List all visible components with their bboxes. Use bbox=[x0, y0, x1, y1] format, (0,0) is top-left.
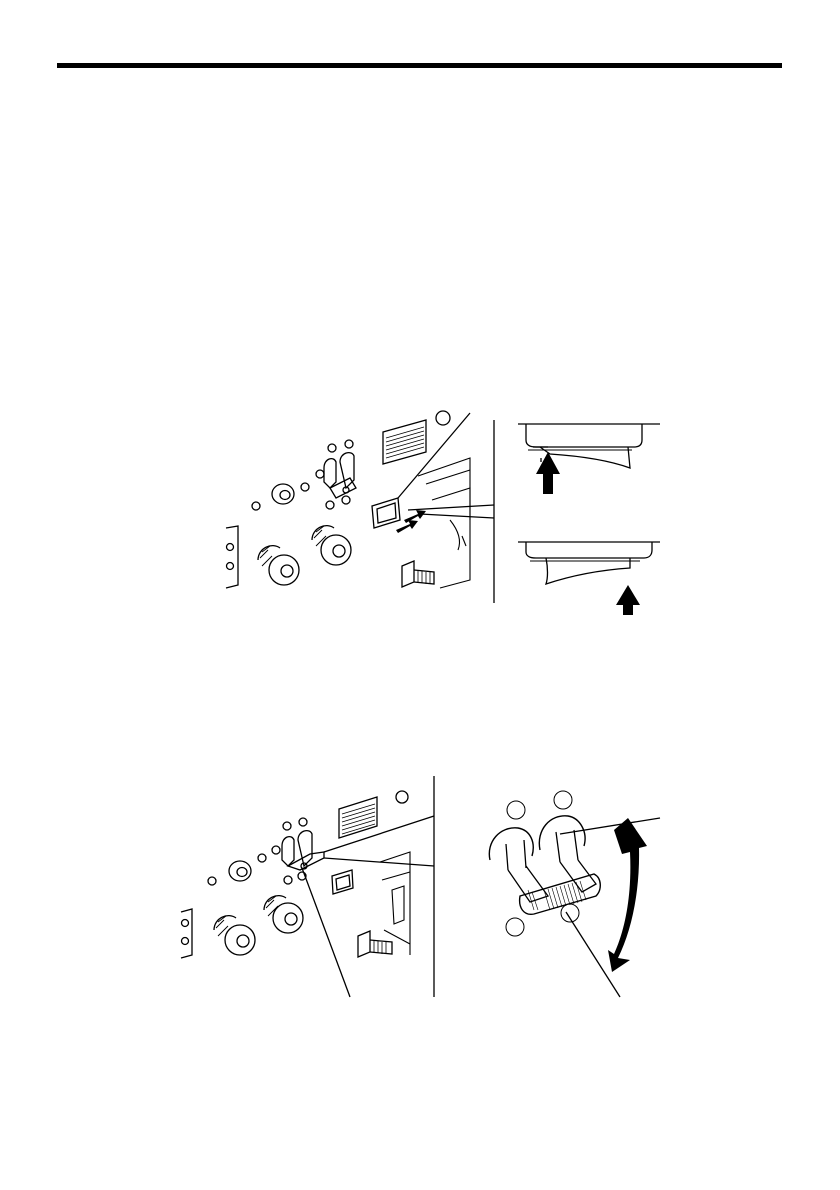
toggle-lever-figure bbox=[175, 770, 665, 1000]
callout-line bbox=[560, 818, 660, 834]
header-rule bbox=[57, 63, 782, 68]
up-arrow-upper bbox=[536, 452, 560, 494]
socket-hole bbox=[182, 938, 189, 945]
toggle-lever-enlarged bbox=[489, 791, 600, 936]
small-knob bbox=[229, 861, 251, 881]
toggle-lever-drawing bbox=[175, 770, 665, 1000]
round-port bbox=[436, 411, 450, 425]
callout-line bbox=[324, 816, 434, 852]
mounting-holes bbox=[252, 440, 353, 510]
rocker-switch bbox=[372, 498, 400, 528]
terminal-screw bbox=[358, 931, 392, 957]
switch-detail-lower bbox=[518, 542, 660, 584]
socket-hole bbox=[227, 563, 234, 570]
callout-line bbox=[420, 514, 494, 518]
callout-line bbox=[324, 858, 434, 866]
knob-right bbox=[312, 526, 351, 565]
small-knob bbox=[272, 484, 294, 504]
chassis bbox=[380, 852, 410, 955]
terminal-screw bbox=[402, 561, 434, 587]
up-arrow-lower bbox=[616, 585, 640, 615]
toggle-lever bbox=[282, 831, 324, 870]
rocker-switch-figure bbox=[210, 400, 670, 615]
rotate-arrow bbox=[608, 818, 647, 972]
panel-edge bbox=[181, 909, 192, 958]
toggle-lever bbox=[324, 453, 356, 498]
rocker-switch-drawing bbox=[210, 400, 670, 615]
chassis bbox=[418, 458, 470, 588]
callout-line bbox=[398, 413, 470, 498]
panel-edge bbox=[226, 526, 238, 588]
callout-line bbox=[408, 505, 494, 510]
rocker-switch bbox=[332, 870, 353, 894]
vent-grille bbox=[339, 797, 377, 838]
mounting-holes bbox=[208, 818, 307, 885]
knob-right bbox=[264, 896, 303, 933]
vent-grille bbox=[383, 420, 426, 464]
callout-line bbox=[302, 868, 350, 997]
socket-hole bbox=[182, 920, 189, 927]
knob-left bbox=[258, 546, 299, 585]
knob-left bbox=[214, 916, 255, 955]
switch-detail-upper bbox=[518, 424, 660, 468]
socket-hole bbox=[227, 544, 234, 551]
round-port bbox=[396, 791, 408, 803]
